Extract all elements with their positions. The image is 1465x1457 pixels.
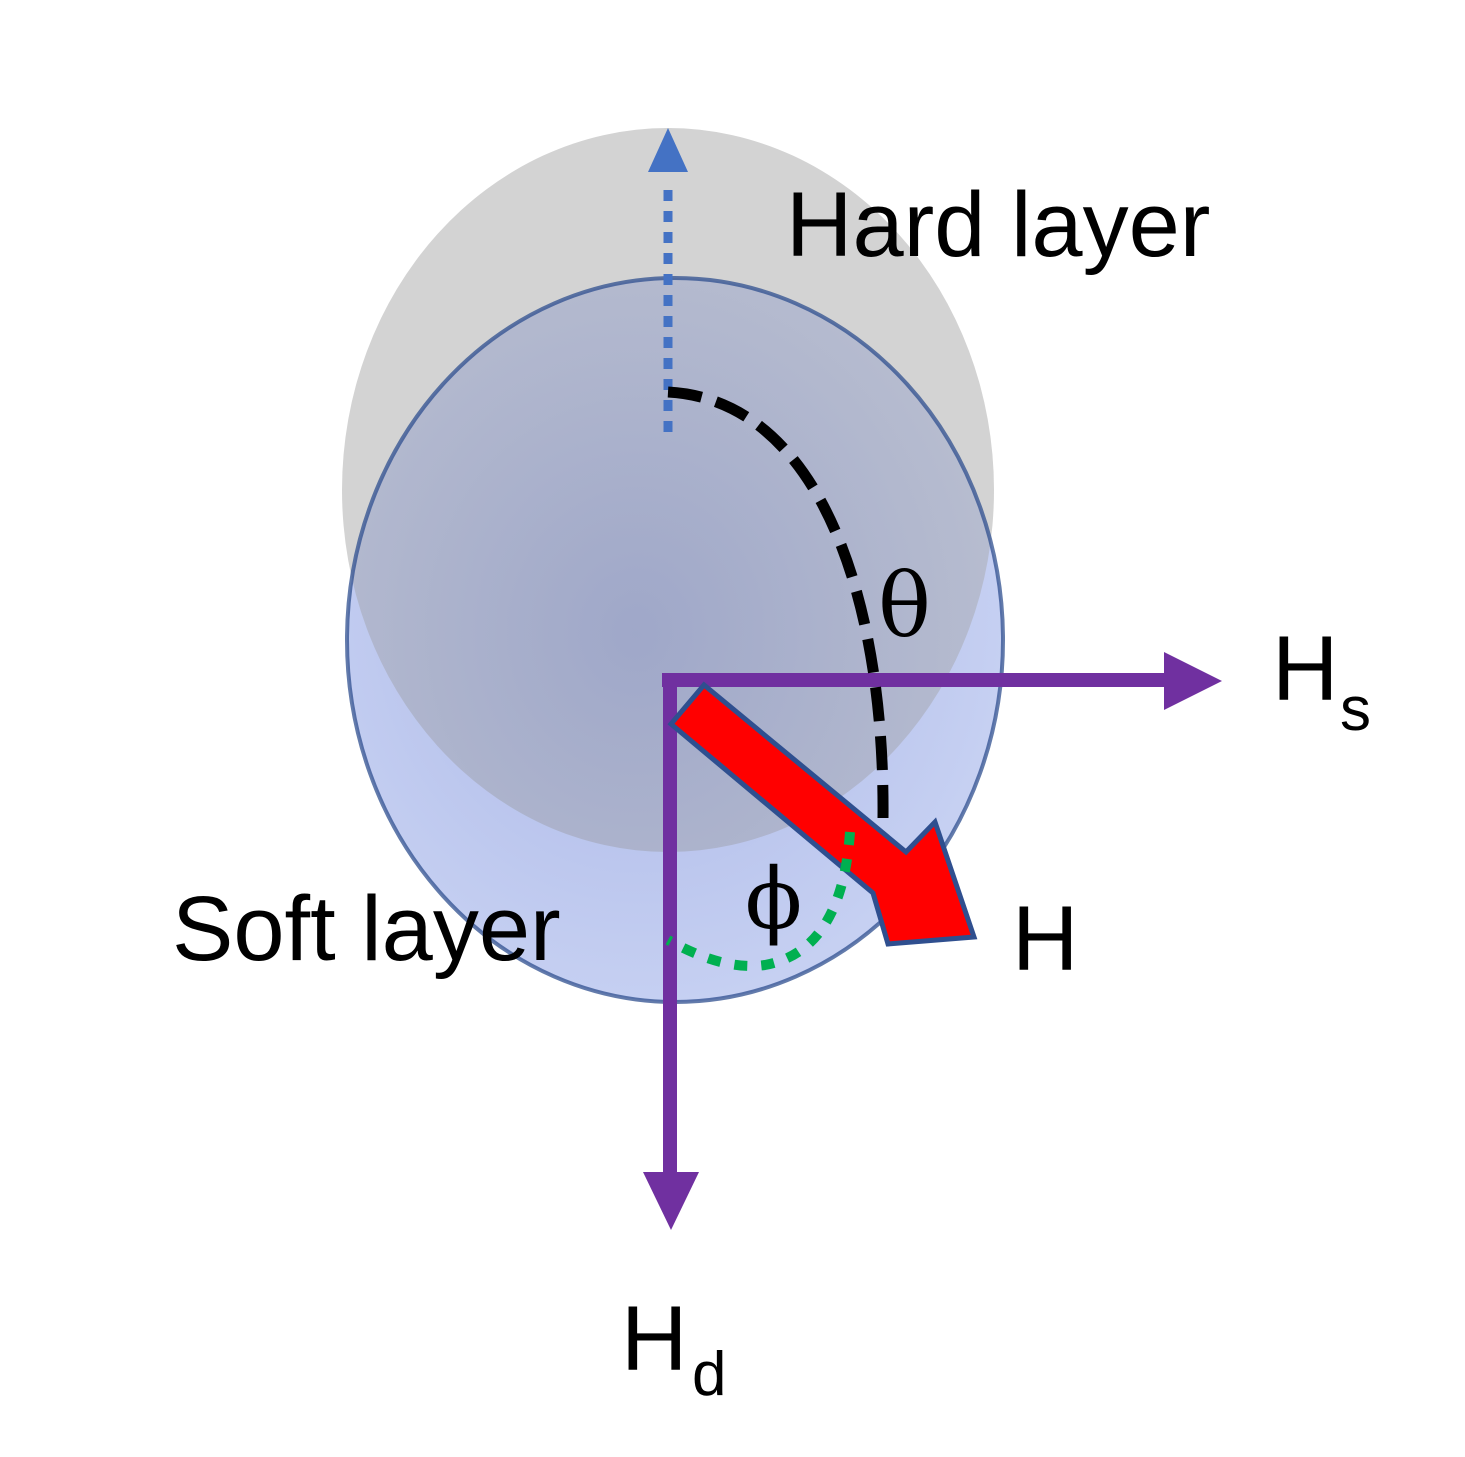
hs-label-sub: s <box>1340 675 1371 744</box>
phi-label: ϕ <box>745 850 802 948</box>
hd-label-main: H <box>621 1288 687 1390</box>
soft-layer-label: Soft layer <box>172 878 561 980</box>
theta-arc <box>667 386 889 819</box>
phi-arc <box>665 831 855 971</box>
hd-label-sub: d <box>692 1340 726 1409</box>
h-label: H <box>1012 888 1078 990</box>
hd-arrow <box>643 673 699 1230</box>
hs-arrow <box>662 652 1222 710</box>
hs-label-main: H <box>1272 618 1338 720</box>
h-vector-arrow <box>667 681 978 947</box>
theta-label: θ <box>878 554 931 657</box>
hard-layer-label: Hard layer <box>786 174 1210 276</box>
hard-axis-arrow <box>648 128 688 432</box>
